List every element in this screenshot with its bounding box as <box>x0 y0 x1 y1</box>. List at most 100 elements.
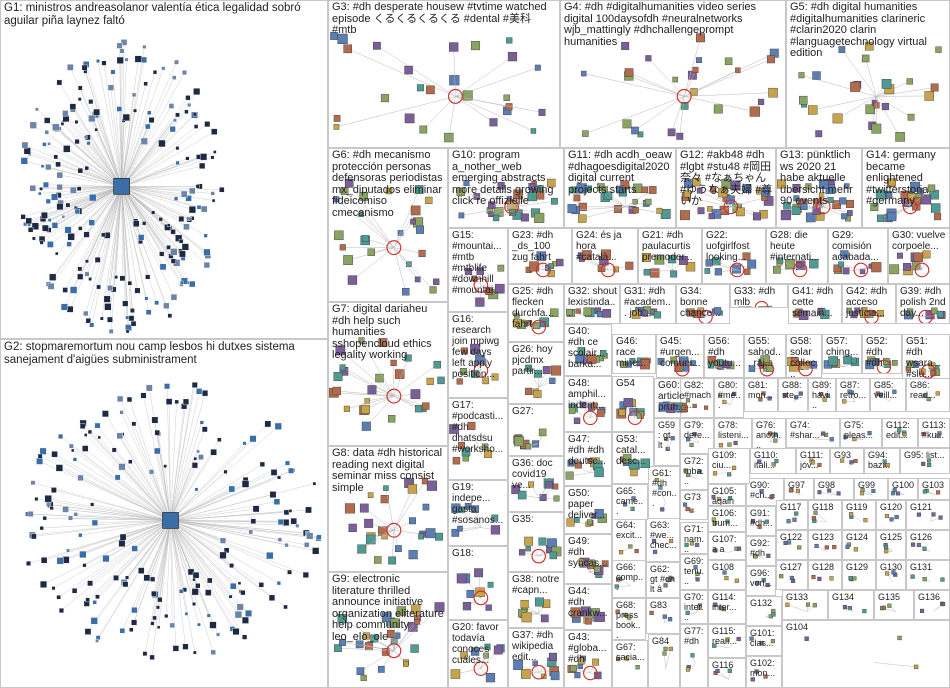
vertex-node <box>697 469 702 474</box>
vertex-node <box>437 376 445 385</box>
edge <box>787 604 808 612</box>
group-panel-g73: G73 <box>680 490 708 520</box>
vertex-node <box>842 267 850 275</box>
group-label: G113: #ku... <box>922 420 946 440</box>
vertex-node <box>551 197 558 205</box>
edge <box>170 520 177 649</box>
vertex-node <box>800 203 808 210</box>
vertex-node <box>145 274 151 280</box>
vertex-node <box>766 365 773 372</box>
vertex-node <box>330 32 338 40</box>
vertex-node <box>126 396 133 403</box>
group-label: G35: <box>512 514 534 525</box>
vertex-node <box>266 551 274 560</box>
vertex-node <box>812 71 821 80</box>
vertex-node <box>484 450 492 458</box>
edge <box>53 489 171 521</box>
group-panel-g102: G102: mon... <box>746 656 782 688</box>
edge <box>121 186 138 291</box>
group-label: G107: a a <box>712 534 737 554</box>
edges-g2 <box>27 384 320 658</box>
highlight-ring <box>386 388 402 404</box>
vertex-node <box>410 205 421 216</box>
vertex-node <box>68 443 74 449</box>
edge <box>170 508 257 521</box>
vertex-node <box>373 41 381 50</box>
vertex-node <box>878 392 883 397</box>
vertex-node <box>416 84 424 92</box>
group-network-g107 <box>713 546 742 553</box>
group-panel-g89: G89: havi... <box>808 378 836 412</box>
group-panel-g131: G131 <box>906 560 950 590</box>
group-network-g73 <box>682 502 696 513</box>
vertex-node <box>641 186 649 194</box>
vertex-node <box>268 594 276 601</box>
edge <box>97 61 122 187</box>
vertex-node <box>742 184 752 193</box>
group-label: G136 <box>918 592 941 602</box>
group-network-g37 <box>513 652 560 681</box>
vertex-node <box>761 187 771 197</box>
group-label: G13: pünktlich ws 2020 21 habe aktuelle … <box>780 149 853 207</box>
vertex-node <box>913 664 919 670</box>
edge <box>54 453 171 521</box>
vertex-node <box>304 542 310 548</box>
vertex-node <box>187 103 192 108</box>
vertex-node <box>805 212 816 223</box>
vertex-node <box>411 604 421 614</box>
vertex-node <box>875 189 886 200</box>
vertex-node <box>56 79 63 86</box>
vertex-node <box>845 544 850 549</box>
vertex-node <box>62 287 68 293</box>
vertex-node <box>418 249 426 257</box>
vertex-node <box>258 582 264 588</box>
group-panel-g59: G59: gt lt <box>654 418 680 466</box>
vertex-node <box>458 212 465 219</box>
group-label: G29: comisión acabada... <box>832 230 879 263</box>
vertex-node <box>274 422 282 430</box>
vertex-node <box>811 575 816 580</box>
vertex-node <box>252 505 260 513</box>
vertex-node <box>767 396 772 401</box>
group-network-g108 <box>722 570 739 583</box>
group-network-g95 <box>921 458 932 468</box>
vertex-node <box>125 575 130 580</box>
edge <box>121 186 189 220</box>
group-network-g56 <box>707 356 735 370</box>
group-network-g62 <box>663 576 674 588</box>
vertex-node <box>30 480 36 486</box>
edge <box>121 186 184 259</box>
vertex-node <box>791 206 801 215</box>
vertex-node <box>203 233 208 238</box>
vertex-node <box>871 123 882 134</box>
vertex-node <box>175 160 180 165</box>
vertex-node <box>707 361 715 369</box>
group-panel-g8: G8: data #dh historical reading next dig… <box>328 446 448 572</box>
vertex-node <box>786 519 791 524</box>
edge <box>812 96 877 111</box>
vertex-node <box>119 533 127 541</box>
edge <box>121 46 145 187</box>
vertex-node <box>169 126 176 133</box>
vertex-node <box>408 550 418 560</box>
vertex-node <box>86 141 91 146</box>
vertex-node <box>906 78 913 85</box>
vertex-node <box>697 207 705 215</box>
vertex-node <box>189 187 196 195</box>
vertex-node <box>316 534 322 540</box>
vertex-node <box>40 211 48 219</box>
vertex-node <box>889 517 894 522</box>
group-network-g116 <box>713 668 732 680</box>
vertex-node <box>159 263 167 271</box>
vertex-node <box>66 241 72 247</box>
vertex-node <box>381 532 388 540</box>
highlight-ring <box>504 199 520 215</box>
vertex-node <box>583 307 592 316</box>
vertex-node <box>565 471 574 480</box>
edge <box>459 527 481 529</box>
edge <box>121 186 175 298</box>
vertex-node <box>839 197 847 205</box>
vertex-node <box>907 113 915 121</box>
edge <box>664 653 666 669</box>
edge <box>89 431 171 521</box>
